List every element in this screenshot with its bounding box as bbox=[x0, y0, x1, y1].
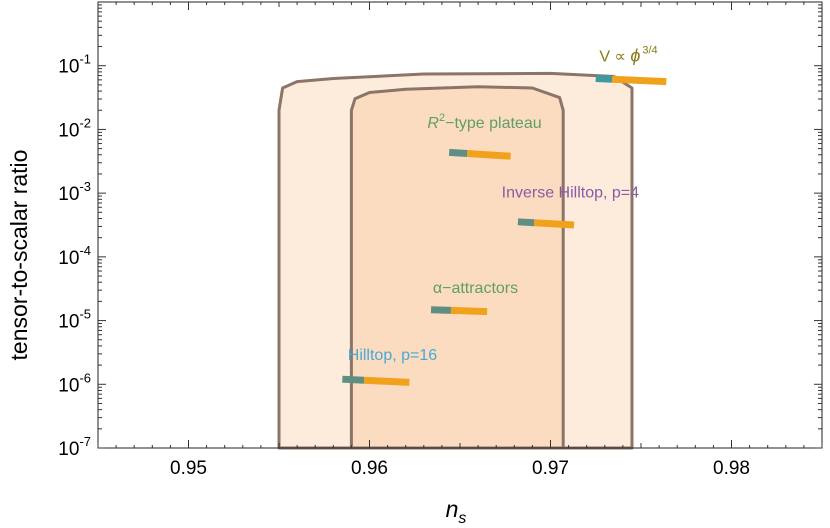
x-axis-label: ns bbox=[446, 496, 467, 527]
prediction-segment-high-3 bbox=[467, 149, 511, 160]
y-tick-base: 10 bbox=[58, 184, 79, 205]
annotation-3: R2−type plateau bbox=[427, 112, 541, 132]
annotation-1: α−attractors bbox=[433, 280, 518, 297]
prediction-segment-high-4 bbox=[611, 75, 667, 86]
y-tick-exponent: -5 bbox=[79, 307, 91, 322]
y-tick-label: 10-2 bbox=[58, 115, 91, 141]
y-tick-base: 10 bbox=[58, 57, 79, 78]
prediction-segment-high-1 bbox=[450, 306, 488, 316]
y-tick-exponent: -1 bbox=[79, 52, 91, 67]
prediction-segment-low-2 bbox=[517, 218, 535, 227]
x-axis-ticks: 0.95 0.96 0.97 0.98 bbox=[97, 2, 823, 479]
prediction-segment-low-1 bbox=[430, 306, 452, 314]
annotation-phi-exp: 3/4 bbox=[642, 44, 657, 56]
prediction-segment-high-2 bbox=[534, 219, 575, 229]
annotation-2: Inverse Hilltop, p=4 bbox=[502, 185, 640, 202]
y-tick-exponent: -4 bbox=[79, 243, 91, 258]
y-tick-label: 10-6 bbox=[58, 370, 91, 396]
y-tick-label: 10-1 bbox=[58, 52, 91, 78]
y-tick-exponent: -6 bbox=[79, 370, 91, 385]
prediction-segment-low-0 bbox=[342, 375, 365, 384]
y-tick-base: 10 bbox=[58, 375, 79, 396]
y-tick-exponent: -2 bbox=[79, 115, 91, 130]
x-tick-label: 0.97 bbox=[532, 458, 569, 479]
prediction-segment-high-0 bbox=[363, 376, 410, 386]
y-tick-label: 10-5 bbox=[58, 307, 91, 333]
y-tick-label: 10-4 bbox=[58, 243, 91, 269]
prediction-segment-low-4 bbox=[595, 74, 613, 83]
x-tick-label: 0.95 bbox=[170, 458, 207, 479]
model-predictions bbox=[342, 74, 667, 386]
y-tick-base: 10 bbox=[58, 439, 79, 460]
y-tick-base: 10 bbox=[58, 312, 79, 333]
y-tick-label: 10-7 bbox=[58, 434, 91, 460]
contour-inner bbox=[349, 85, 565, 450]
x-axis-label-main: n bbox=[446, 496, 459, 522]
annotation-prefix-exp: 2 bbox=[439, 112, 445, 124]
y-axis-label: tensor-to-scalar ratio bbox=[6, 150, 32, 361]
x-tick-label: 0.96 bbox=[351, 458, 388, 479]
y-tick-base: 10 bbox=[58, 120, 79, 141]
annotation-prefix-base: R bbox=[427, 115, 439, 132]
x-axis-label-subscript: s bbox=[458, 510, 466, 527]
annotation-phi: ϕ bbox=[630, 45, 640, 65]
annotation-0: Hilltop, p=16 bbox=[348, 347, 437, 364]
annotation-label: −type plateau bbox=[445, 115, 542, 132]
x-tick-label: 0.98 bbox=[713, 458, 750, 479]
y-tick-label: 10-3 bbox=[58, 179, 91, 205]
y-tick-exponent: -3 bbox=[79, 179, 91, 194]
y-axis-ticks: 10-710-610-510-410-310-210-1 bbox=[58, 4, 822, 460]
annotation-label: V ∝ bbox=[599, 48, 630, 65]
y-tick-exponent: -7 bbox=[79, 434, 91, 449]
prediction-segment-low-3 bbox=[448, 148, 468, 157]
y-tick-base: 10 bbox=[58, 248, 79, 269]
model-annotations: Hilltop, p=16 α−attractors Inverse Hilltop… bbox=[348, 44, 658, 364]
